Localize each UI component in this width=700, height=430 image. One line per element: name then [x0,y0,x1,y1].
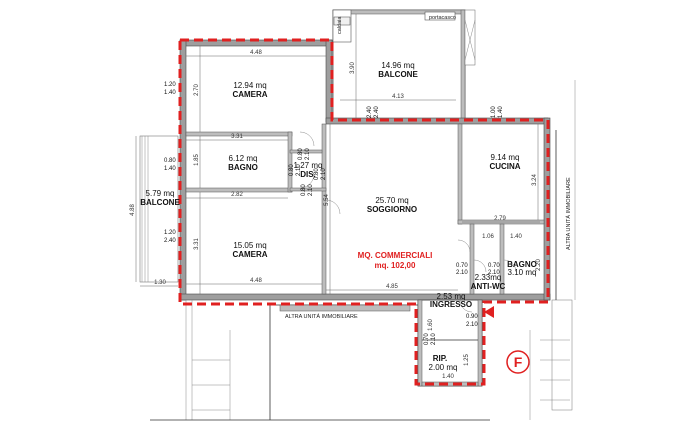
dimension-lines [135,14,540,294]
balcony-top [332,9,476,121]
cucina-area: 9.14 mq [491,153,520,162]
dim-soggiorno-bottom: 4.85 [386,284,398,290]
svg-text:1.40: 1.40 [498,106,504,118]
balcone-left-name: BALCONE [140,198,180,207]
soggiorno-area: 25.70 mq [375,196,408,205]
svg-text:2.10: 2.10 [308,184,314,196]
svg-text:2.10: 2.10 [431,333,437,345]
commercial-perimeter [178,38,550,386]
svg-text:1.00: 1.00 [491,106,497,118]
antiwc-name: ANTI-WC [471,282,506,291]
opening-labels: 1.20 1.40 0.80 1.40 1.20 2.40 2.40 2.40 … [164,82,504,345]
dim-cucina-width: 2.79 [494,216,506,222]
dis-area: 1.27 mq [294,161,323,170]
svg-text:1.40: 1.40 [164,166,176,172]
rip-area: 2.00 mq [429,363,458,372]
svg-text:2.10: 2.10 [296,164,302,176]
balcone-left-area: 5.79 mq [146,189,175,198]
rip-name: RIP. [433,354,448,363]
commercial-value: mq. 102,00 [375,261,416,270]
dim-top-camera: 4.48 [250,50,262,56]
svg-text:1.20: 1.20 [164,230,176,236]
altra-unita-bottom-label: ALTRA UNITÁ IMMOBILIARE [285,313,358,320]
balcony-left [139,135,179,283]
svg-text:2.10: 2.10 [488,270,500,276]
dim-ing-height: 1.60 [428,319,434,331]
neighbour-structure [150,80,576,421]
ingresso-name: INGRESSO [430,300,472,309]
dim-bagno2-width: 1.40 [510,234,522,240]
balcone-top-area: 14.96 mq [381,61,414,70]
svg-text:2.40: 2.40 [367,106,373,118]
dim-bagno: 3.31 [231,134,243,140]
dim-bottom: 4.48 [250,278,262,284]
dim-rip-height: 1.25 [464,354,470,366]
svg-text:0.70: 0.70 [424,333,430,345]
dim-left-bottom: 1.30 [154,280,166,286]
camera-bottom-name: CAMERA [232,250,267,259]
camera-top-area: 12.94 mq [233,81,266,90]
dim-soggiorno-height: 5.54 [324,194,330,206]
appliance2-label: caldaia [337,16,343,34]
svg-text:2.10: 2.10 [305,148,311,160]
fire-symbol: F [506,350,530,374]
camera-bottom-area: 15.05 mq [233,241,266,250]
altra-unita-right-label: ALTRA UNITÁ IMMOBILIARE [565,177,572,250]
dim-cucina-height: 3.24 [532,174,538,186]
antiwc-area: 2.33mq [475,273,502,282]
svg-text:0.80: 0.80 [289,164,295,176]
dim-bagno-height: 1.85 [194,154,200,166]
dis-name: DIS. [300,170,316,179]
dim-balcone-height: 3.90 [350,62,356,74]
dim-antiwc-width: 1.06 [482,234,494,240]
bagno2-area: 3.10 mq [508,268,537,277]
ingresso-area [417,299,483,387]
dim-camera2-height: 3.31 [194,238,200,250]
svg-text:2.40: 2.40 [374,106,380,118]
svg-text:1.40: 1.40 [164,90,176,96]
dim-balcone-width: 4.13 [392,94,404,100]
dim-left-height: 4.88 [130,204,136,216]
dim-bagno2-height: 2.20 [536,259,542,271]
bagno-area: 6.12 mq [229,154,258,163]
svg-text:2.10: 2.10 [456,270,468,276]
balcone-top-name: BALCONE [378,70,418,79]
appliance-label: portacasco [429,15,456,21]
svg-text:1.20: 1.20 [164,82,176,88]
dim-bedroom2: 2.82 [231,192,243,198]
cucina-name: CUCINA [489,162,520,171]
svg-text:0.70: 0.70 [488,263,500,269]
svg-text:0.80: 0.80 [301,184,307,196]
dim-rip-width: 1.40 [442,374,454,380]
svg-text:0.80: 0.80 [314,168,320,180]
svg-text:0.80: 0.80 [164,158,176,164]
dim-camera-height: 2.70 [194,84,200,96]
svg-text:F: F [514,354,523,370]
svg-text:2.10: 2.10 [321,168,327,180]
camera-top-name: CAMERA [232,90,267,99]
svg-text:0.70: 0.70 [456,263,468,269]
svg-text:0.90: 0.90 [466,314,478,320]
soggiorno-name: SOGGIORNO [367,205,417,214]
bagno2-name: BAGNO [507,260,537,269]
door-swings [299,131,517,313]
entrance-arrow-icon [484,306,494,318]
ingresso-area-text: 2.53 mq [437,292,466,301]
commercial-label: MQ. COMMERCIALI [358,251,433,260]
bagno-name: BAGNO [228,163,258,172]
svg-text:2.10: 2.10 [466,322,478,328]
svg-text:0.80: 0.80 [298,148,304,160]
svg-text:2.40: 2.40 [164,238,176,244]
